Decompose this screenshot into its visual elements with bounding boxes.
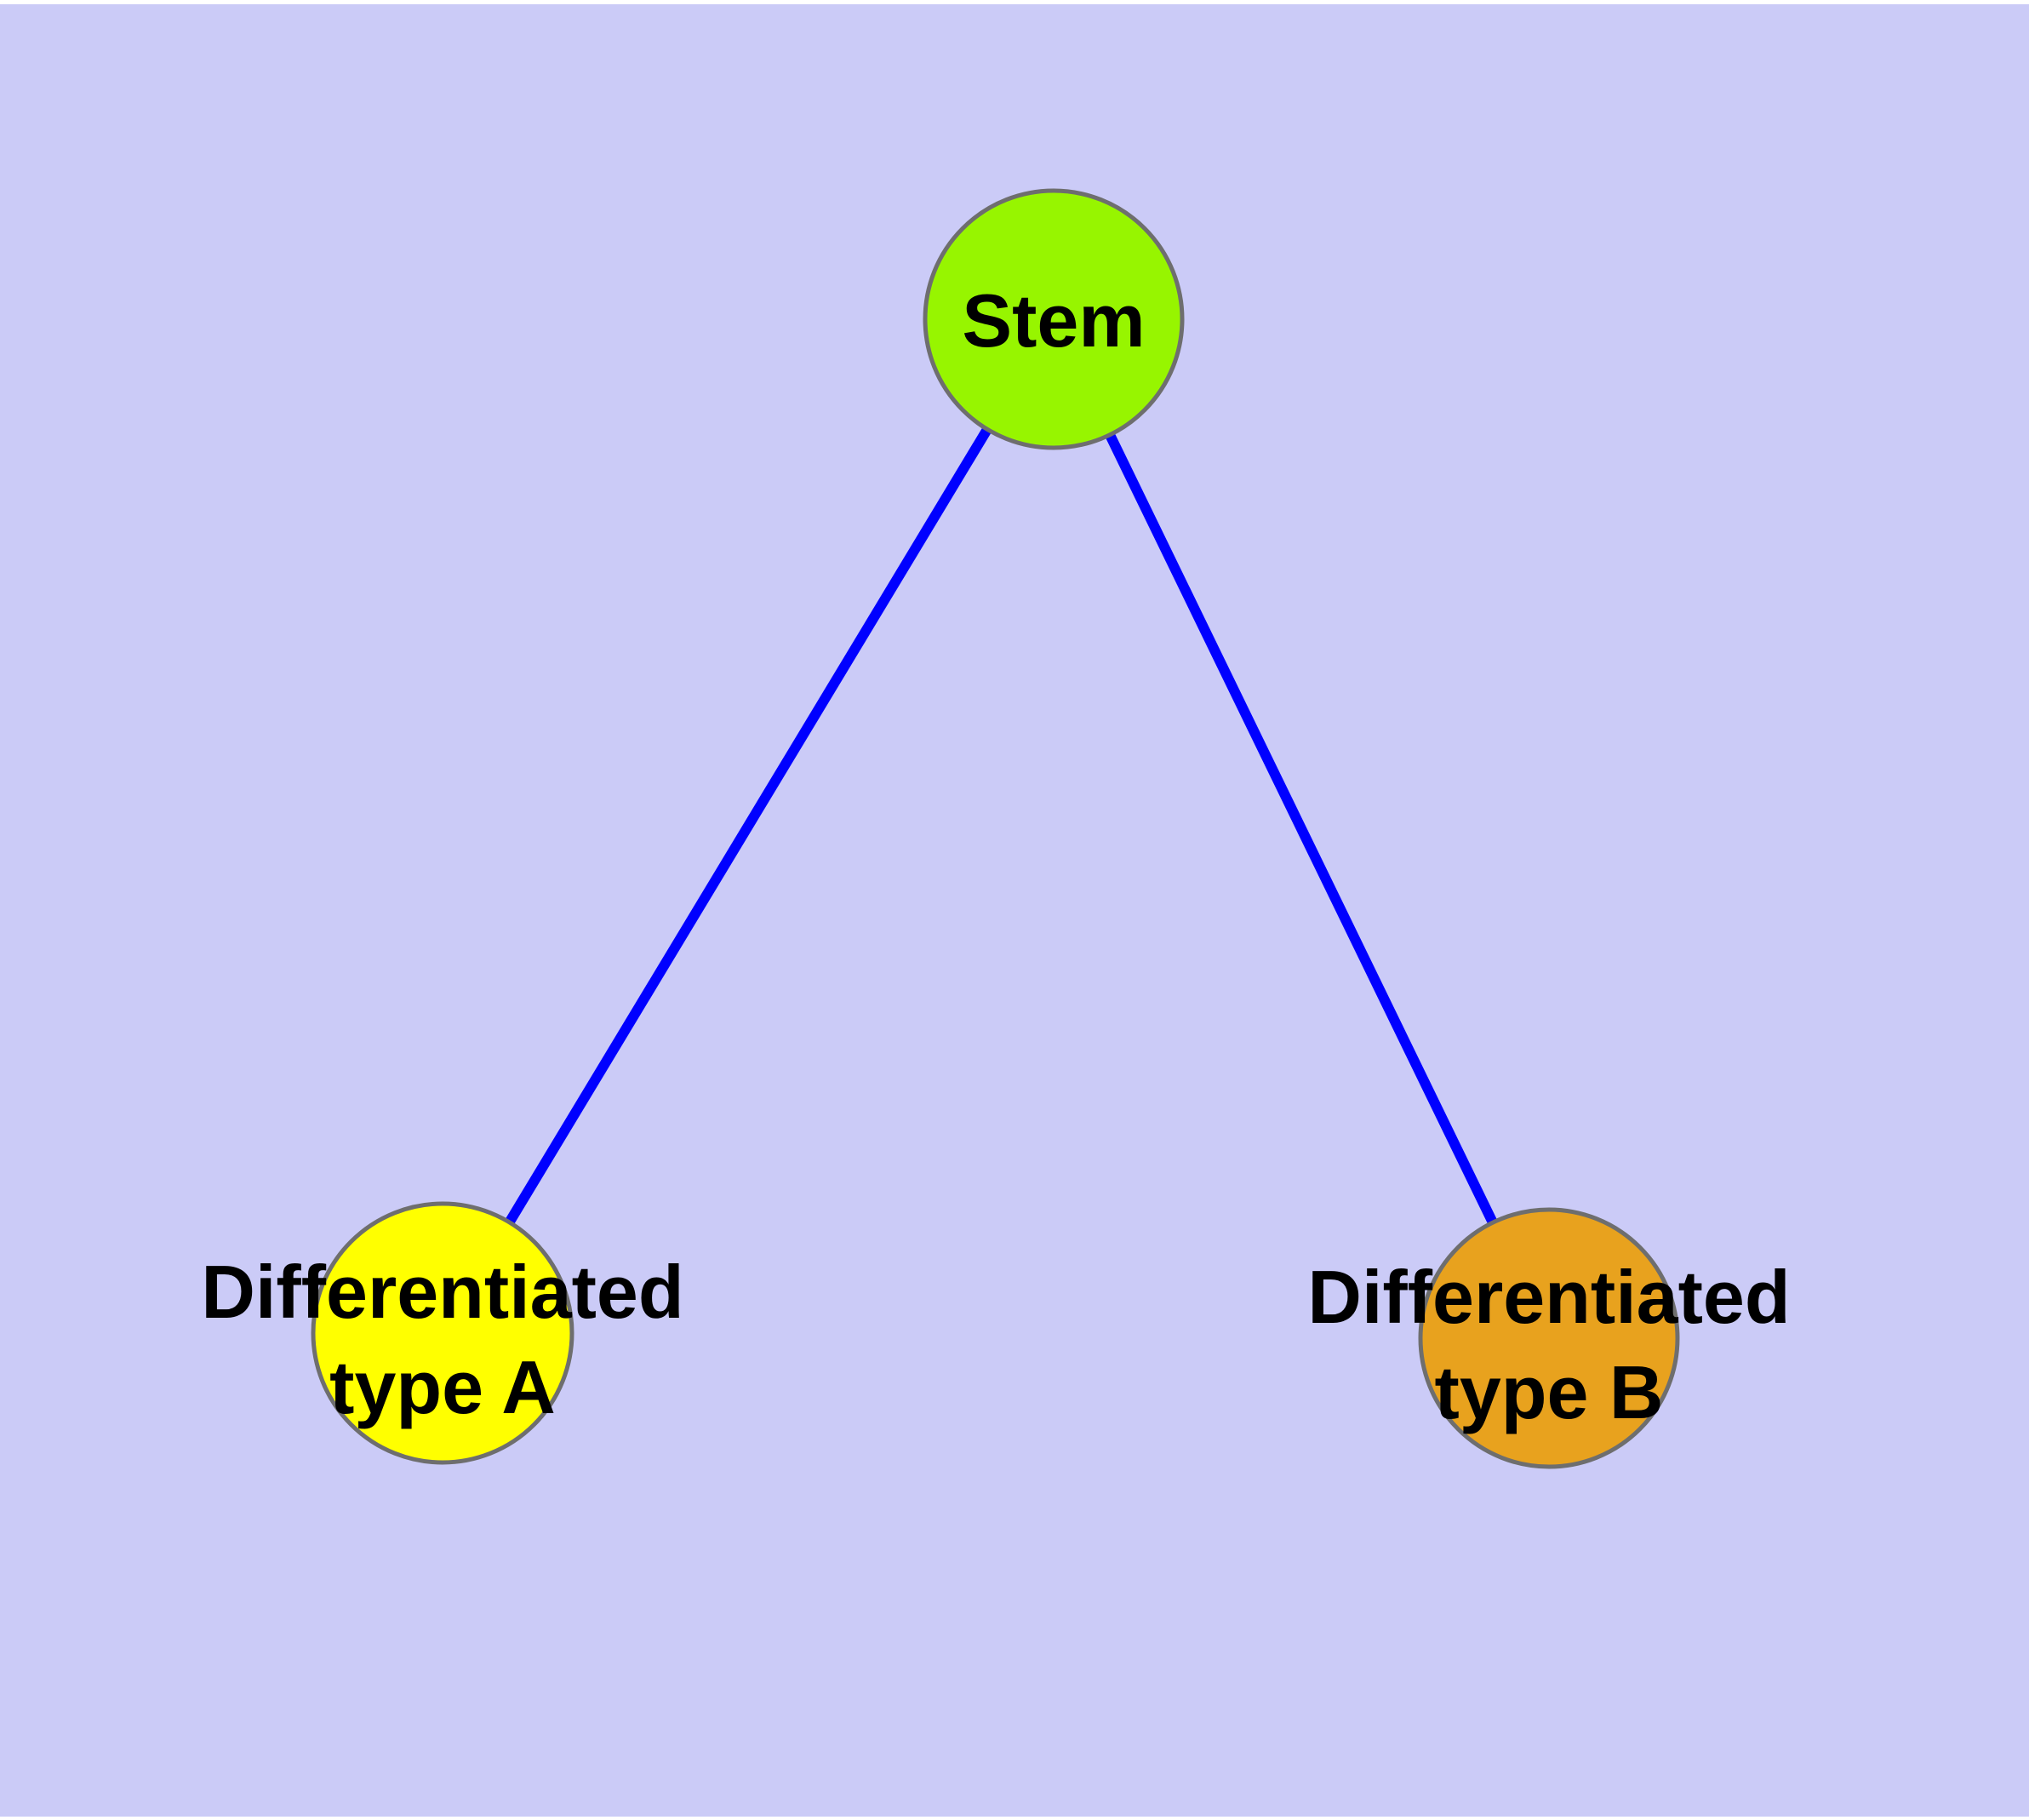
node-stem-label: Stem [962, 278, 1145, 363]
edge-stem-to-type-b [1049, 317, 1554, 1341]
node-differentiated-type-b: Differentiated type B [1307, 1207, 1791, 1469]
canvas-bottom-edge [0, 1817, 2029, 1820]
node-differentiated-type-a-label-line2: type A [329, 1345, 556, 1429]
node-differentiated-type-a-label-line1: Differentiated [201, 1250, 683, 1334]
node-differentiated-type-a: Differentiated type A [201, 1201, 684, 1465]
node-differentiated-type-b-label-line1: Differentiated [1307, 1255, 1790, 1339]
node-differentiated-type-b-circle [1418, 1207, 1680, 1469]
node-differentiated-type-a-circle [311, 1201, 574, 1465]
node-stem-circle [923, 188, 1185, 450]
canvas-top-edge [0, 0, 2029, 4]
node-differentiated-type-b-label-line2: type B [1435, 1350, 1664, 1434]
node-stem: Stem [923, 188, 1185, 450]
edge-stem-to-type-a [437, 316, 1059, 1336]
